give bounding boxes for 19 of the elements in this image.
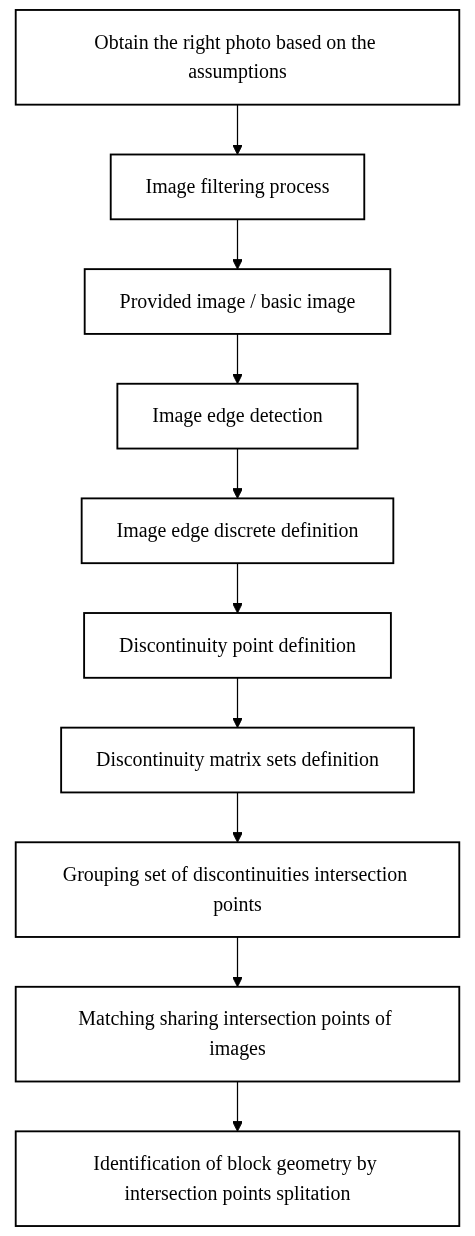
arrow	[232, 218, 243, 270]
node-box: Image edge detection	[116, 382, 359, 450]
node-box: Matching sharing intersection points of images	[14, 985, 461, 1083]
node-box: Discontinuity point definition	[83, 612, 392, 679]
arrow	[232, 333, 243, 385]
arrow	[232, 562, 243, 614]
node-box: Image edge discrete definition	[80, 497, 395, 565]
node-box: Identification of block geometry by intersection points splitation	[14, 1130, 461, 1227]
node-box: Discontinuity matrix sets definition	[60, 726, 415, 794]
arrow	[232, 447, 243, 499]
arrow	[232, 104, 243, 155]
node-box: Obtain the right photo based on the assumptions	[14, 9, 461, 106]
arrow	[232, 791, 243, 843]
arrow	[232, 677, 243, 729]
arrow	[232, 936, 243, 988]
node-box: Provided image / basic image	[83, 268, 392, 335]
node-box: Image filtering process	[109, 153, 366, 221]
arrow	[232, 1080, 243, 1132]
node-box: Grouping set of discontinuities intersection points	[14, 841, 461, 938]
